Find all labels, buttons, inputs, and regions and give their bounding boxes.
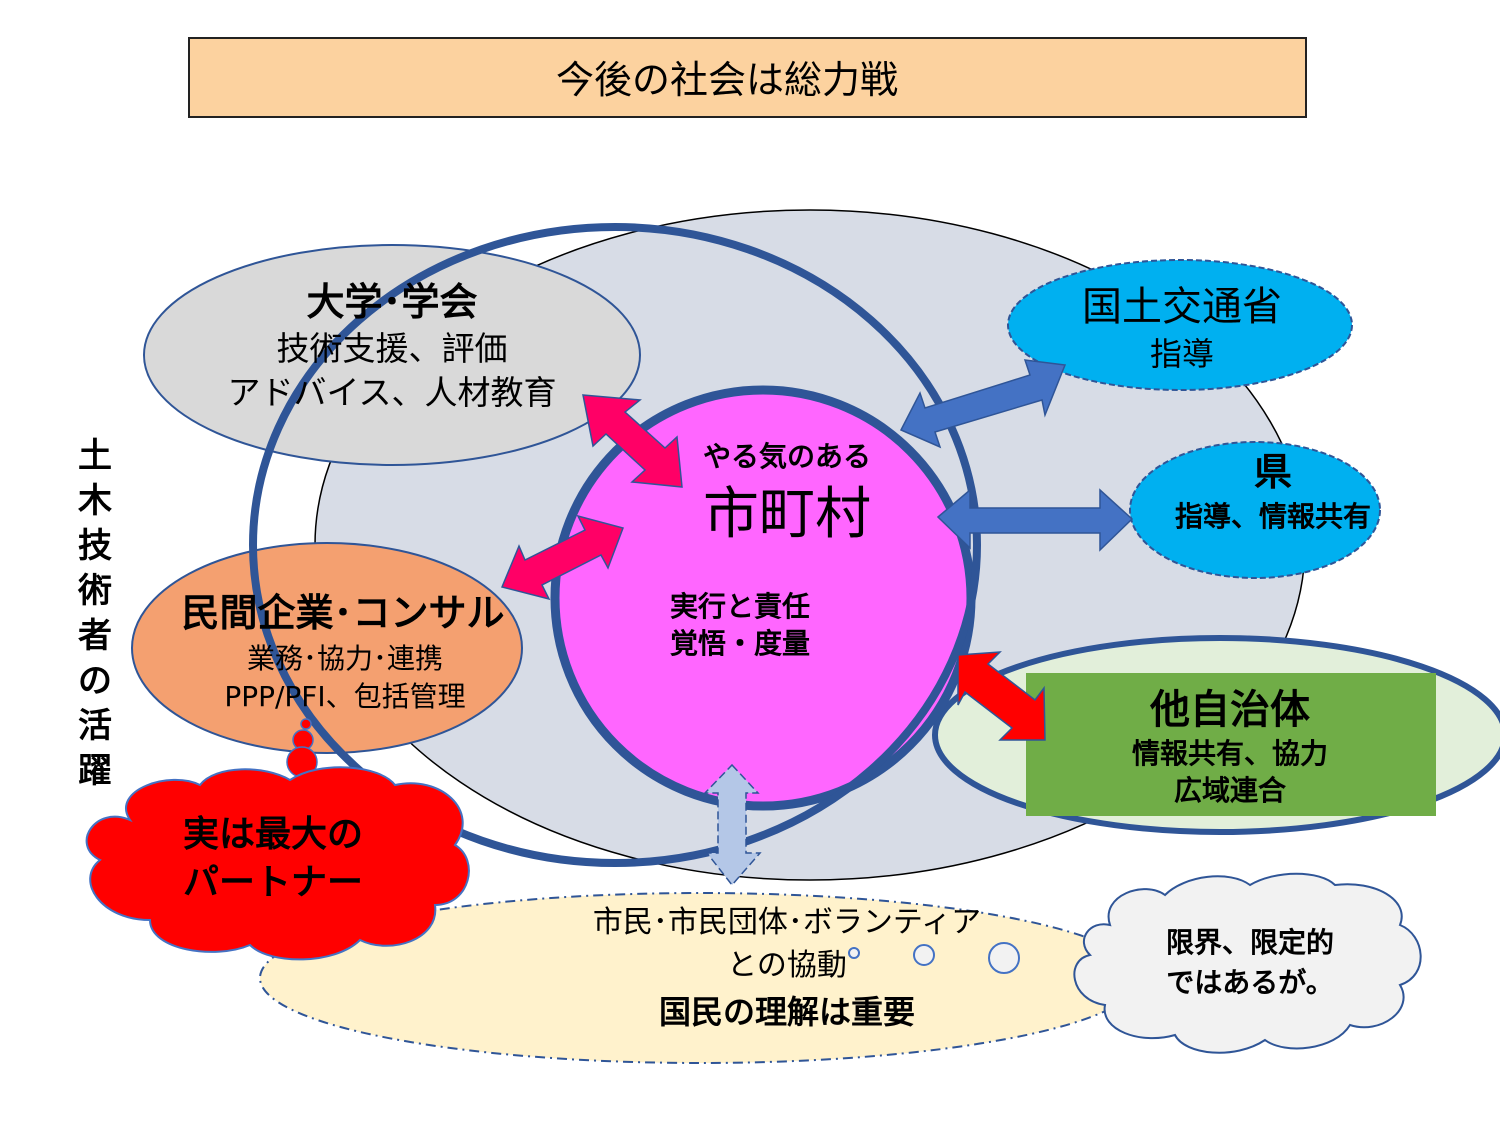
private-line1: 業務･協力･連携 <box>247 642 443 675</box>
municipality-line2: 覚悟・度量 <box>670 627 810 660</box>
university-line2: アドバイス、人材教育 <box>227 373 556 412</box>
double-arrow-citizens <box>703 763 762 887</box>
partner-cloud-line2: パートナー <box>183 862 363 903</box>
side-label-char: 木 <box>77 481 112 521</box>
side-label-char: 躍 <box>78 751 112 791</box>
double-arrow-ministry <box>899 359 1067 449</box>
private-title: 民間企業･コンサル <box>181 591 504 635</box>
side-label-char: 術 <box>77 571 112 611</box>
university-title: 大学･学会 <box>306 280 477 324</box>
other-gov-line2: 広域連合 <box>1174 774 1287 807</box>
double-arrow-other-gov <box>957 651 1046 741</box>
double-arrow-university <box>582 394 683 488</box>
side-label: 土 木 技 術 者 の 活 躍 <box>77 436 112 791</box>
citizens-line1: 市民･市民団体･ボランティア <box>593 905 981 940</box>
ministry-title: 国土交通省 <box>1082 284 1282 330</box>
other-gov-box <box>1026 673 1436 816</box>
citizens-line2: との協動 <box>727 948 847 983</box>
prefecture-title: 県 <box>1254 450 1292 494</box>
side-label-char: 活 <box>78 706 112 746</box>
citizens-line3: 国民の理解は重要 <box>659 993 915 1031</box>
limit-bubble-medium <box>913 944 935 966</box>
side-label-char: 土 <box>78 436 112 476</box>
ministry-ellipse <box>1007 259 1353 391</box>
partner-cloud <box>85 766 470 961</box>
side-label-char: の <box>78 661 112 701</box>
limit-bubble-small <box>848 947 860 959</box>
other-gov-line1: 情報共有、協力 <box>1132 737 1328 770</box>
municipality-pre: やる気のある <box>703 440 871 473</box>
engineers-frame-circle <box>249 223 981 867</box>
university-ellipse <box>143 244 641 466</box>
limit-cloud-line1: 限界、限定的 <box>1166 926 1334 959</box>
municipality-title: 市町村 <box>703 482 871 547</box>
limit-bubble-large <box>988 942 1020 974</box>
double-arrow-prefecture <box>936 488 1134 552</box>
limit-cloud-line2: ではあるが。 <box>1166 966 1333 999</box>
limit-cloud <box>1073 872 1422 1054</box>
prefecture-line1: 指導、情報共有 <box>1175 500 1371 533</box>
municipality-line1: 実行と責任 <box>670 590 810 623</box>
other-gov-title: 他自治体 <box>1149 687 1310 733</box>
thought-bubble-small <box>300 718 312 730</box>
partner-cloud-line1: 実は最大の <box>183 814 363 855</box>
side-label-char: 技 <box>78 526 112 566</box>
double-arrow-private <box>500 514 624 601</box>
title-box-bg <box>188 37 1307 118</box>
private-ellipse <box>131 542 523 754</box>
title-text: 今後の社会は総力戦 <box>556 58 898 102</box>
ministry-line1: 指導 <box>1150 335 1214 373</box>
title-box: 今後の社会は総力戦 <box>188 37 1307 118</box>
university-line1: 技術支援、評価 <box>277 329 508 368</box>
private-line2: PPP/PFI、包括管理 <box>224 680 465 713</box>
side-label-char: 者 <box>78 616 112 656</box>
prefecture-ellipse <box>1129 441 1381 579</box>
